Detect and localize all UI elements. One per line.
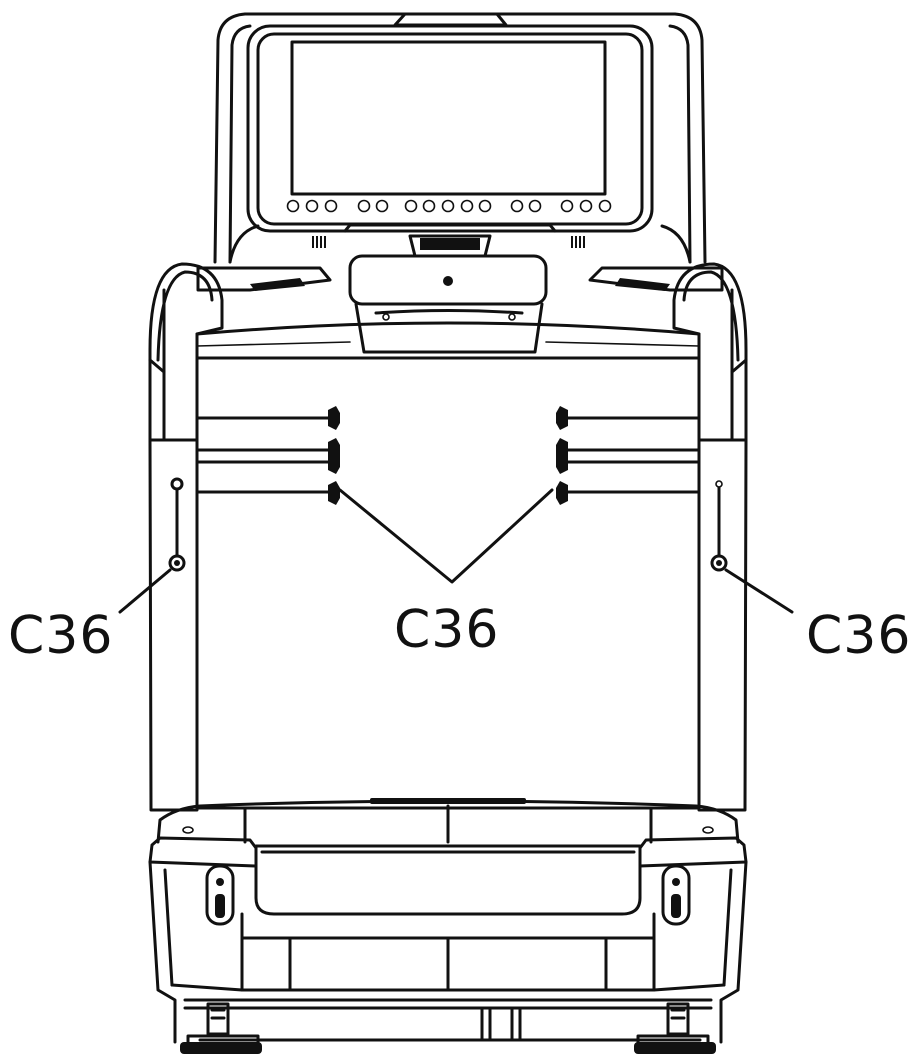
console — [196, 12, 724, 292]
callout-c36-center: C36 — [394, 600, 499, 660]
callout-c36-right: C36 — [806, 606, 911, 666]
right-speaker-grille — [571, 236, 585, 248]
left-foot — [180, 1002, 262, 1054]
left-panel-rails — [195, 416, 332, 494]
c36-screw-group-right — [556, 406, 568, 505]
display-screen — [290, 40, 607, 196]
callout-c36-left: C36 — [8, 606, 113, 666]
safety-key-icon — [443, 276, 453, 286]
right-handrail — [672, 262, 748, 812]
left-speaker-grille — [312, 236, 326, 248]
c36-screw-left-side — [168, 477, 186, 572]
center-handle — [348, 234, 548, 354]
c36-screw-group-left — [328, 406, 340, 505]
right-foot — [634, 1002, 716, 1054]
console-keypad — [286, 199, 612, 213]
left-handrail — [148, 262, 224, 812]
deck-base — [148, 798, 748, 1044]
right-panel-rails — [564, 416, 701, 494]
leader-lines — [118, 488, 794, 614]
rear-panel — [195, 356, 701, 810]
c36-screw-right-side — [710, 480, 728, 572]
